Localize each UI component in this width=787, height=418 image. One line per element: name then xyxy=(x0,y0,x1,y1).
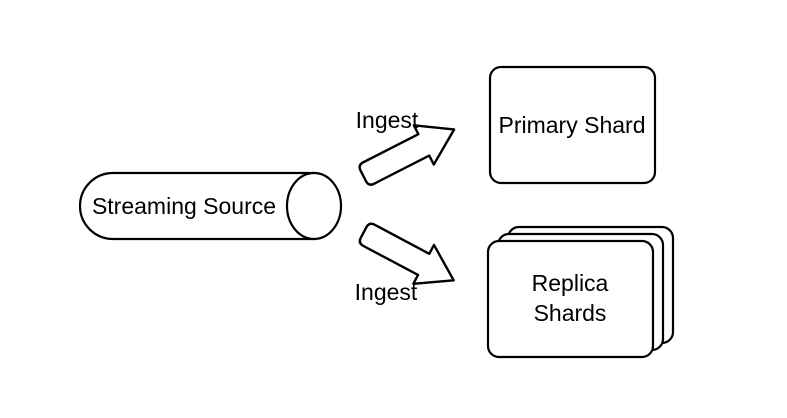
primary-shard-node: Primary Shard xyxy=(488,65,657,185)
cylinder-end-cap xyxy=(285,171,343,241)
streaming-source-label: Streaming Source xyxy=(92,193,276,219)
primary-shard-box xyxy=(488,65,657,185)
primary-shard-label: Primary Shard xyxy=(499,112,646,138)
replica-card-front xyxy=(486,239,655,359)
cylinder-body xyxy=(78,171,316,241)
replica-shards-node: Replica Shards xyxy=(486,225,675,359)
ingest-arrow-bottom xyxy=(358,222,455,286)
block-arrow-down-right xyxy=(358,222,455,286)
replica-shards-label-line2: Shards xyxy=(534,300,607,326)
ingest-arrow-top xyxy=(358,124,456,186)
streaming-source-node: Streaming Source xyxy=(78,171,343,241)
replica-shards-label-line1: Replica xyxy=(532,270,609,296)
block-arrow-up-right xyxy=(358,124,456,186)
ingest-label-bottom: Ingest xyxy=(355,279,418,305)
ingest-label-top: Ingest xyxy=(356,107,419,133)
